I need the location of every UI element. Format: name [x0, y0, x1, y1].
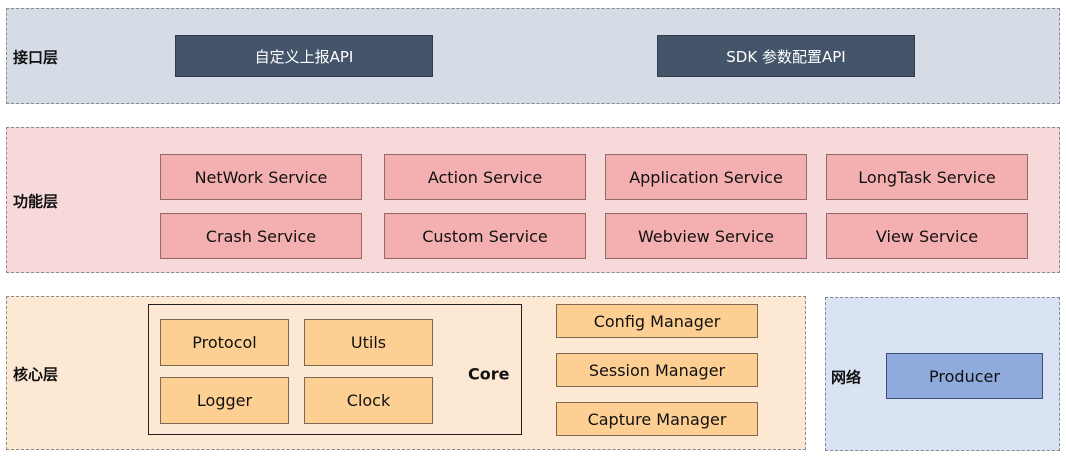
longtask-service-box: LongTask Service	[826, 154, 1028, 200]
custom-service-box: Custom Service	[384, 213, 586, 259]
producer-box: Producer	[886, 353, 1043, 399]
utils-box: Utils	[304, 319, 433, 366]
interface-layer-label: 接口层	[13, 48, 59, 67]
core-label: Core	[468, 364, 510, 384]
network-layer: 网络 Producer	[825, 297, 1060, 451]
sdk-config-api-box: SDK 参数配置API	[657, 35, 915, 77]
application-service-box: Application Service	[605, 154, 807, 200]
protocol-box: Protocol	[160, 319, 289, 366]
config-manager-box: Config Manager	[556, 304, 758, 338]
core-frame: Protocol Utils Logger Clock Core	[148, 304, 522, 435]
clock-box: Clock	[304, 377, 433, 424]
session-manager-box: Session Manager	[556, 353, 758, 387]
logger-box: Logger	[160, 377, 289, 424]
core-layer: 核心层 Protocol Utils Logger Clock Core Con…	[6, 296, 806, 450]
network-service-box: NetWork Service	[160, 154, 362, 200]
network-layer-label: 网络	[831, 368, 862, 387]
capture-manager-box: Capture Manager	[556, 402, 758, 436]
function-layer-label: 功能层	[13, 192, 59, 211]
crash-service-box: Crash Service	[160, 213, 362, 259]
interface-layer: 接口层 自定义上报API SDK 参数配置API	[6, 8, 1060, 104]
action-service-box: Action Service	[384, 154, 586, 200]
core-layer-label: 核心层	[13, 365, 59, 384]
custom-report-api-box: 自定义上报API	[175, 35, 433, 77]
view-service-box: View Service	[826, 213, 1028, 259]
webview-service-box: Webview Service	[605, 213, 807, 259]
function-layer: 功能层 NetWork Service Action Service Appli…	[6, 127, 1060, 273]
